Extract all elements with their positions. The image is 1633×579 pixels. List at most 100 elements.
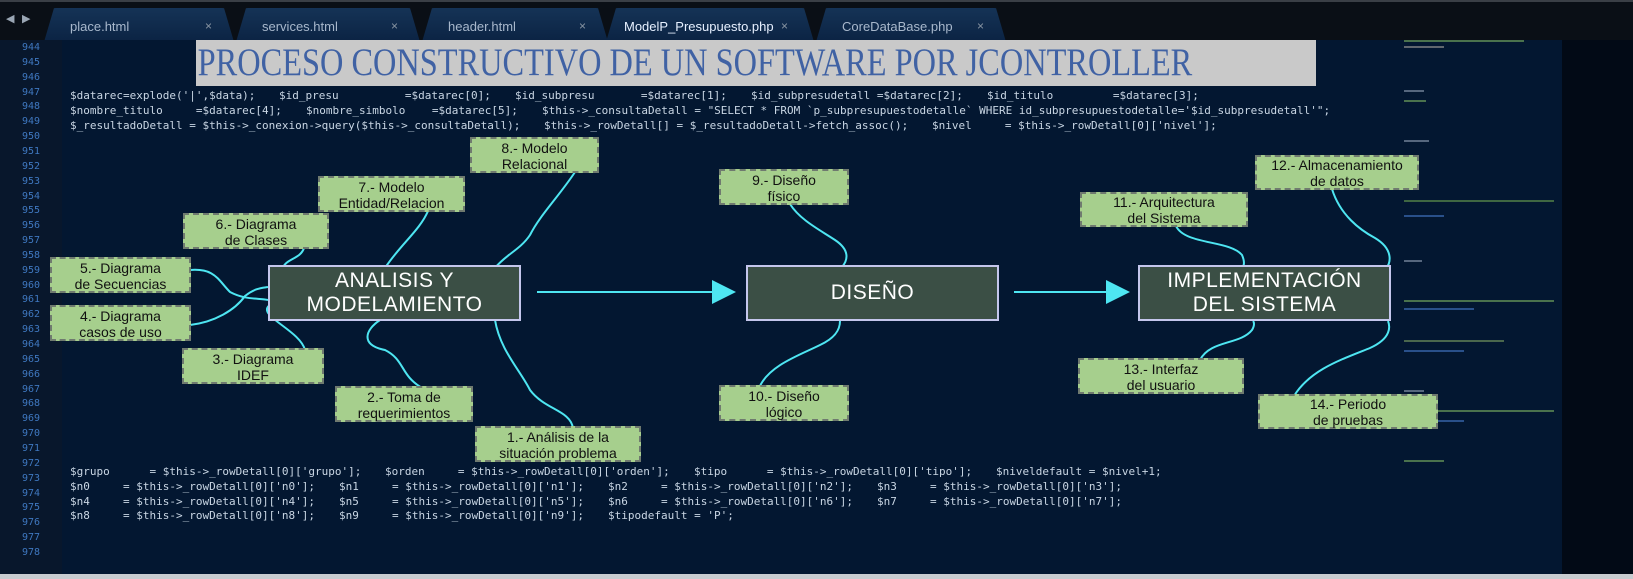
- minimap-line: [1404, 350, 1464, 352]
- close-icon[interactable]: ×: [390, 19, 398, 33]
- code-line: $this->_rowDetall[] = $_resultadoDetall-…: [544, 118, 909, 132]
- minimap[interactable]: [1400, 40, 1560, 480]
- tab-place-html[interactable]: place.html×: [44, 8, 234, 42]
- phase-label: DEL SISTEMA: [1192, 293, 1337, 316]
- line-number: 947: [21, 86, 40, 98]
- close-icon[interactable]: ×: [204, 19, 212, 33]
- status-bar: [0, 574, 1633, 579]
- close-icon[interactable]: ×: [780, 19, 788, 33]
- note-line: Entidad/Relacion: [338, 194, 445, 211]
- note-line: físico: [767, 187, 801, 204]
- code-line: $_resultadoDetall = $this->_conexion->qu…: [70, 118, 521, 132]
- connector-14: [1293, 320, 1391, 397]
- code-line: $grupo = $this->_rowDetall[0]['grupo'];: [70, 465, 362, 478]
- line-number: 948: [21, 101, 40, 113]
- connector-12: [1331, 188, 1391, 269]
- line-number: 945: [21, 56, 40, 68]
- note-line: de Clases: [224, 231, 288, 248]
- line-number: 968: [21, 398, 40, 410]
- line-number: 960: [21, 279, 40, 291]
- code-line: $n1 = $this->_rowDetall[0]['n1'];: [339, 479, 585, 493]
- line-number: 949: [21, 116, 40, 128]
- line-number: 944: [21, 42, 40, 53]
- code-line: $n6 = $this->_rowDetall[0]['n6'];: [608, 494, 854, 508]
- note-line: IDEF: [237, 366, 269, 383]
- line-number: 955: [21, 205, 40, 217]
- close-icon[interactable]: ×: [578, 19, 586, 33]
- connector-9: [789, 203, 848, 268]
- code-line: $datarec=explode('|',$data);: [70, 89, 256, 102]
- minimap-line: [1404, 390, 1424, 392]
- line-number: 969: [21, 413, 40, 425]
- line-number: 961: [21, 294, 40, 306]
- line-number: 962: [21, 309, 40, 321]
- code-line: $n3 = $this->_rowDetall[0]['n3'];: [877, 479, 1123, 493]
- minimap-line: [1404, 90, 1424, 92]
- note-line: 7.- Modelo: [358, 178, 425, 195]
- forward-arrow-icon[interactable]: ▶: [22, 13, 31, 25]
- minimap-line: [1404, 300, 1554, 302]
- note-line: de datos: [1310, 173, 1364, 189]
- tab-coredatabase-php[interactable]: CoreDataBase.php×: [816, 8, 1006, 42]
- code-line: $n5 = $this->_rowDetall[0]['n5'];: [339, 494, 585, 508]
- scrollbar[interactable]: [1562, 40, 1633, 576]
- note-line: casos de uso: [79, 323, 162, 340]
- code-line: $nivel = $this->_rowDetall[0]['nivel'];: [932, 118, 1217, 132]
- code-line: $this->_consultaDetall = "SELECT * FROM …: [542, 103, 1331, 117]
- line-number: 950: [21, 131, 40, 143]
- code-line: $tipo = $this->_rowDetall[0]['tipo'];: [694, 465, 973, 478]
- line-number: 975: [21, 502, 40, 514]
- note-line: de Secuencias: [74, 275, 167, 292]
- line-number: 971: [21, 442, 40, 454]
- minimap-line: [1404, 460, 1444, 462]
- connector-10: [759, 320, 841, 387]
- line-number: 956: [21, 220, 40, 232]
- title-text: PROCESO CONSTRUCTIVO DE UN SOFTWARE POR …: [197, 41, 1193, 84]
- code-line: $nombre_simbolo =$datarec[5];: [306, 103, 518, 117]
- minimap-line: [1404, 308, 1474, 310]
- line-number: 967: [21, 383, 40, 395]
- note-line: 14.- Periodo: [1309, 396, 1387, 412]
- connector-4: [189, 286, 269, 326]
- note-line: 4.- Diagrama: [80, 307, 161, 324]
- note-line: 11.- Arquitectura: [1113, 194, 1215, 210]
- minimap-line: [1404, 100, 1426, 102]
- code-line: $nombre_titulo =$datarec[4];: [70, 103, 282, 117]
- line-number: 953: [21, 175, 40, 187]
- connector-7: [384, 210, 429, 269]
- tab-label: services.html: [262, 19, 338, 34]
- line-number: 978: [21, 546, 40, 558]
- code-line: $id_subpresudetall =$datarec[2];: [751, 89, 963, 102]
- line-number: 976: [21, 517, 40, 529]
- note-line: 13.- Interfaz: [1123, 360, 1199, 377]
- tab-services-html[interactable]: services.html ×: [236, 8, 420, 42]
- tab-header-html[interactable]: header.html×: [422, 8, 608, 42]
- note-line: lógico: [765, 403, 803, 420]
- back-arrow-icon[interactable]: ◀: [6, 13, 15, 25]
- connector-8: [494, 171, 576, 269]
- note-line: 10.- Diseño: [748, 387, 820, 404]
- code-line: $id_presu =$datarec[0];: [279, 89, 491, 102]
- code-line: $n0 = $this->_rowDetall[0]['n0'];: [70, 479, 316, 493]
- note-line: 8.- Modelo: [501, 139, 568, 156]
- minimap-line: [1404, 410, 1554, 412]
- note-line: 9.- Diseño: [752, 171, 816, 188]
- note-line: de pruebas: [1312, 412, 1384, 428]
- phase-diseno: DISEÑO: [746, 265, 999, 321]
- note-line: 12.- Almacenamiento: [1271, 157, 1403, 173]
- tab-modelp-presupuesto-php[interactable]: ModelP_Presupuesto.php×: [606, 8, 814, 42]
- close-icon[interactable]: ×: [976, 19, 984, 33]
- phase-label: IMPLEMENTACIÓN: [1167, 269, 1362, 292]
- line-number: 977: [21, 532, 40, 544]
- line-number: 946: [21, 71, 40, 83]
- line-number: 952: [21, 160, 40, 172]
- code-line: $n7 = $this->_rowDetall[0]['n7'];: [877, 494, 1123, 508]
- line-number: 966: [21, 368, 40, 380]
